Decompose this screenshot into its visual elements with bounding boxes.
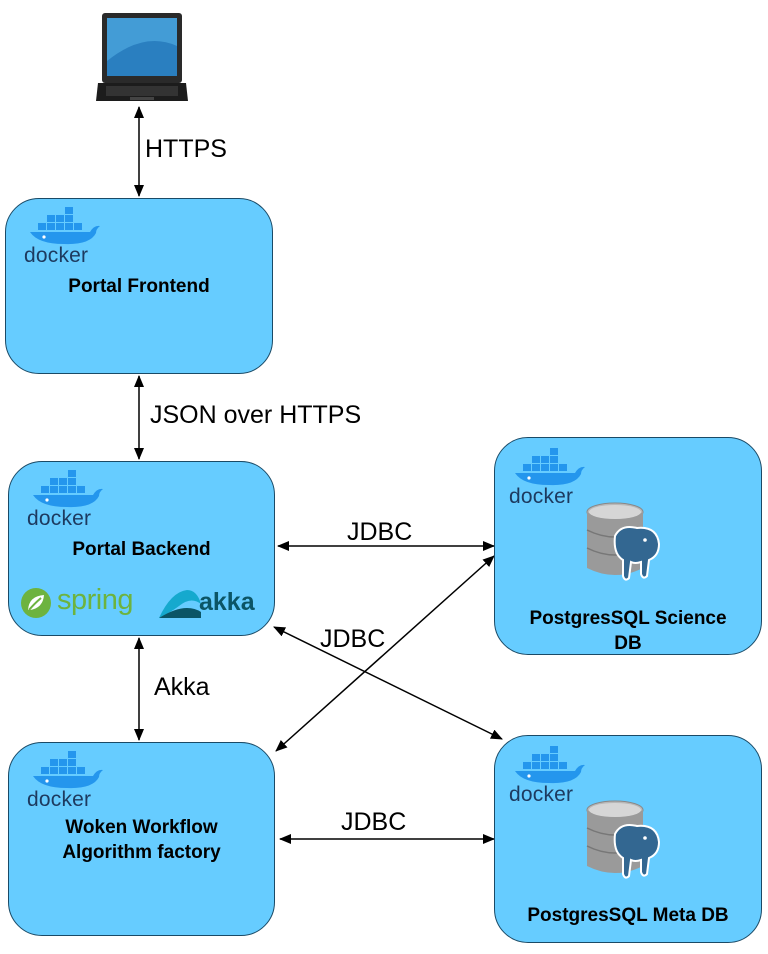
arrow-woken-science <box>275 555 495 752</box>
postgresql-elephant-icon <box>586 502 661 581</box>
docker-whale-icon <box>33 751 103 789</box>
edge-label-jdbc-science: JDBC <box>347 518 413 546</box>
postgres-meta-db-title: PostgresSQL Meta DB <box>527 905 729 926</box>
postgres-meta-db-node: docker PostgresSQL Meta DB <box>494 735 762 943</box>
postgres-science-db-node: docker PostgresSQL Science DB <box>494 437 762 655</box>
portal-backend-title: Portal Backend <box>72 539 211 560</box>
docker-logo: docker <box>27 747 109 813</box>
docker-whale-icon <box>515 746 585 784</box>
edge-label-jdbc-meta: JDBC <box>320 625 386 653</box>
woken-workflow-title: Woken Workflow Algorithm factory <box>62 817 221 863</box>
docker-whale-icon <box>515 448 585 486</box>
docker-logo: docker <box>509 444 591 510</box>
edge-label-akka: Akka <box>154 673 210 701</box>
woken-workflow-node: docker Woken Workflow Algorithm factory <box>8 742 275 936</box>
edge-label-https: HTTPS <box>145 135 227 163</box>
docker-wordmark: docker <box>509 783 574 806</box>
portal-frontend-node: docker Portal Frontend <box>5 198 273 374</box>
docker-logo: docker <box>27 466 109 532</box>
spring-leaf-icon <box>21 588 51 618</box>
akka-logo-text: akka <box>199 588 255 616</box>
docker-whale-icon <box>33 470 103 508</box>
docker-wordmark: docker <box>509 485 574 508</box>
docker-wordmark: docker <box>24 244 89 267</box>
docker-wordmark: docker <box>27 507 92 530</box>
edge-label-json-over-https: JSON over HTTPS <box>150 401 362 429</box>
docker-logo: docker <box>509 742 591 808</box>
spring-logo-text: spring <box>57 584 134 616</box>
postgres-science-db-title: PostgresSQL Science DB <box>529 608 727 654</box>
akka-logo-icon <box>159 590 201 618</box>
postgresql-elephant-icon <box>586 800 661 879</box>
docker-logo: docker <box>24 203 106 269</box>
laptop-icon <box>96 13 188 101</box>
portal-frontend-title: Portal Frontend <box>68 276 210 297</box>
edge-label-jdbc-woken-meta: JDBC <box>341 808 407 836</box>
portal-backend-node: docker Portal Backend spring akka <box>8 461 275 636</box>
docker-whale-icon <box>30 207 100 245</box>
docker-wordmark: docker <box>27 788 92 811</box>
